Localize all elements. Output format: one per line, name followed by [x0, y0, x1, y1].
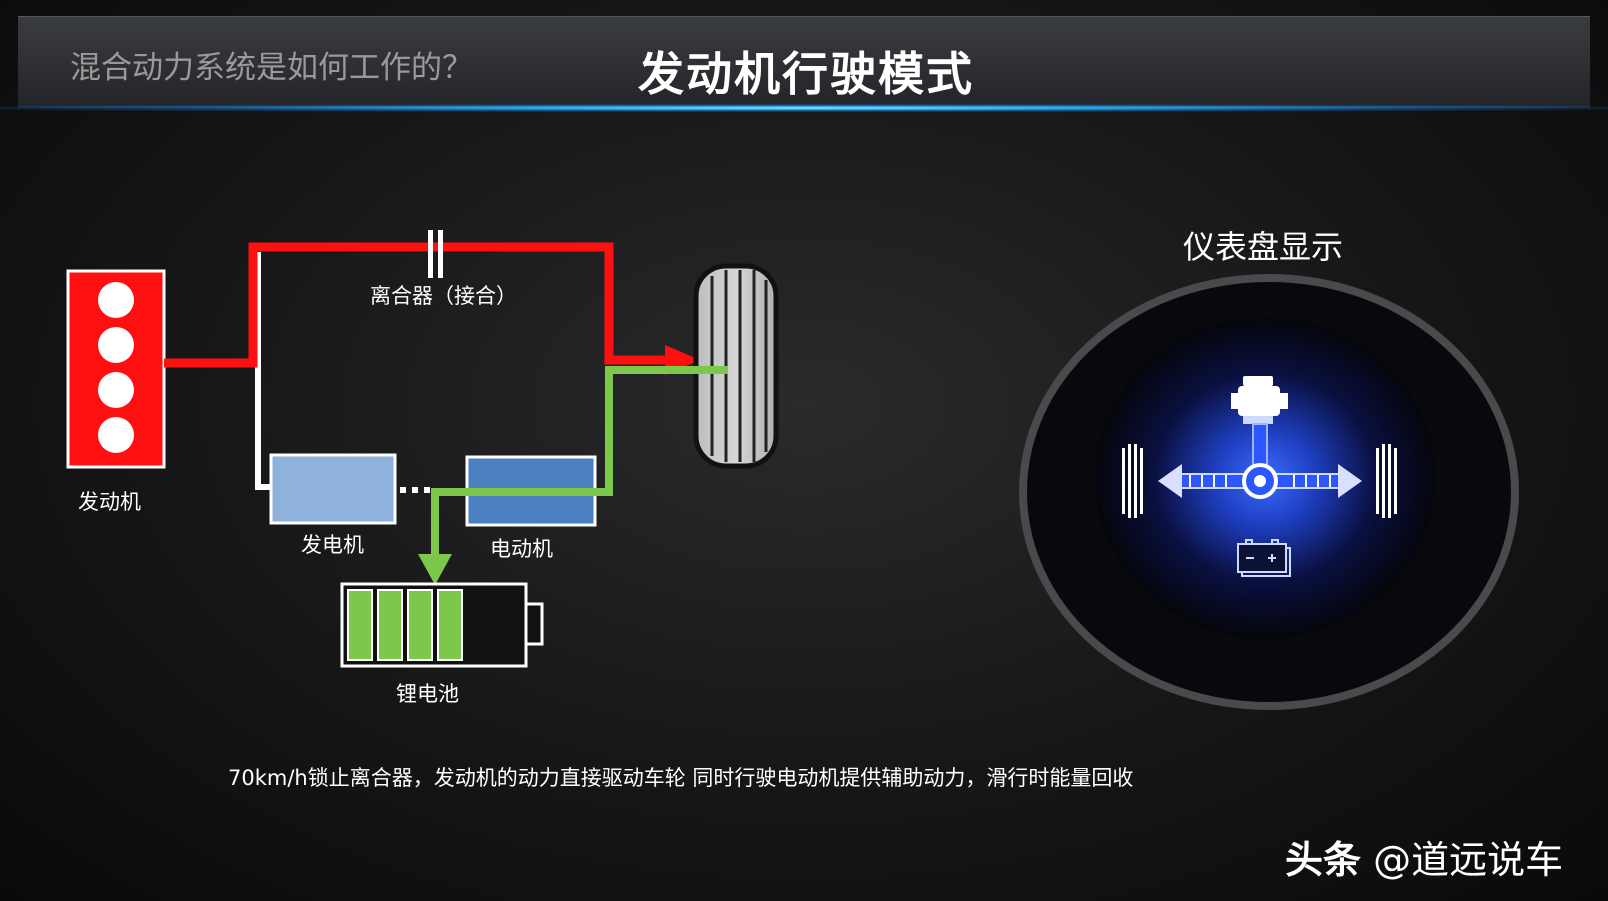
wheel-icon [1122, 444, 1397, 518]
motor-power-flow [418, 366, 728, 585]
battery-icon [1237, 539, 1291, 577]
engine-label: 发动机 [78, 490, 141, 514]
page-title: 发动机行驶模式 [638, 47, 974, 101]
header-bar [18, 16, 1590, 107]
battery-cell [347, 589, 373, 661]
battery-cell [407, 589, 433, 661]
clutch-icon [428, 230, 443, 278]
engine-icon [1231, 376, 1288, 424]
battery-label: 锂电池 [396, 682, 459, 706]
header-glow [0, 104, 1608, 112]
dashboard-display [1019, 274, 1519, 710]
motor-label: 电动机 [490, 537, 553, 561]
motor-flow-arrowhead [418, 554, 452, 585]
battery-pack [340, 582, 544, 668]
generator-box [269, 453, 397, 525]
watermark-brand: 头条 [1285, 838, 1362, 882]
dashboard-title: 仪表盘显示 [1183, 228, 1344, 266]
gear-icon [1242, 463, 1278, 499]
connection-wires [255, 252, 430, 493]
caption-text: 70km/h锁止离合器，发动机的动力直接驱动车轮 同时行驶电动机提供辅助动力，滑… [228, 766, 1134, 790]
battery-cell [437, 589, 463, 661]
clutch-label: 离合器（接合） [370, 284, 517, 308]
battery-cell [377, 589, 403, 661]
watermark: 头条 @道远说车 [1285, 829, 1563, 884]
watermark-account: @道远说车 [1373, 838, 1564, 882]
generator-label: 发电机 [301, 533, 364, 557]
engine-block [66, 269, 166, 469]
page-subtitle: 混合动力系统是如何工作的？ [70, 50, 473, 86]
